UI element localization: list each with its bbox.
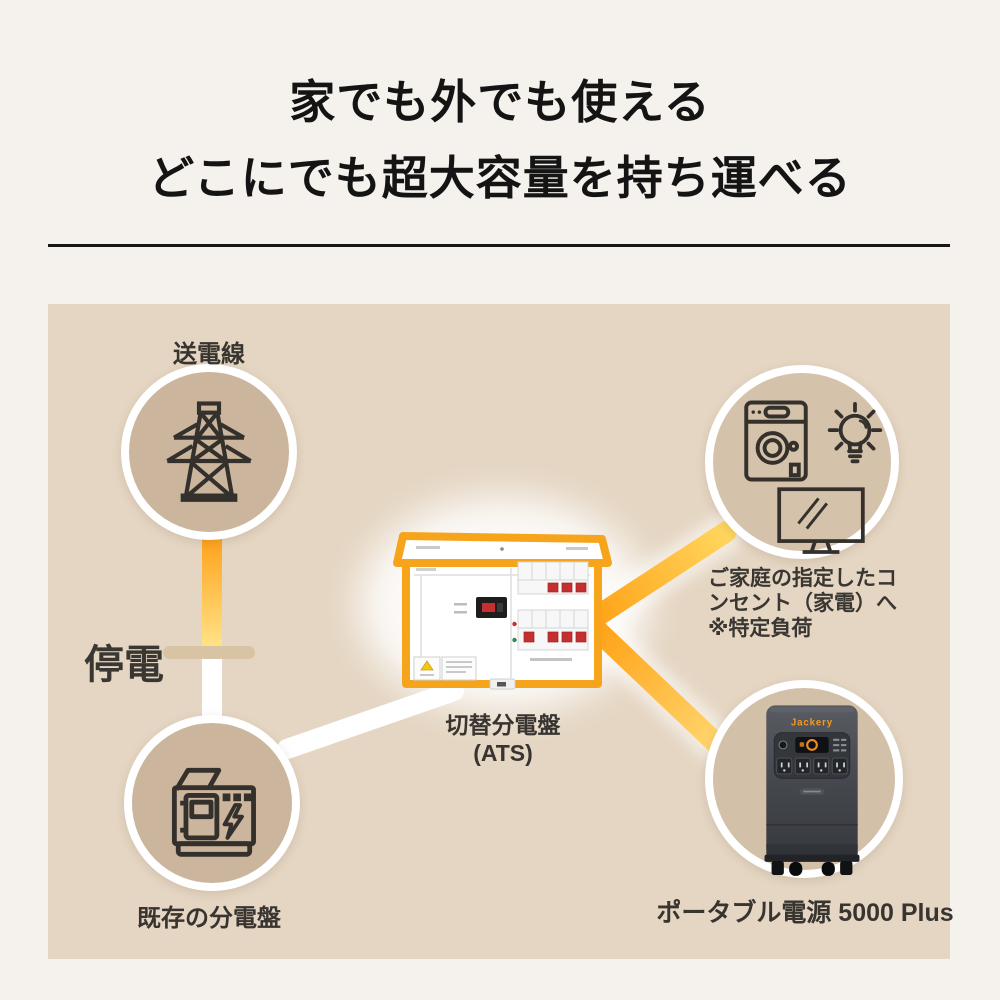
node-transmission bbox=[121, 364, 297, 540]
outlets-label: ご家庭の指定したコ ンセント（家電）へ ※特定負荷 bbox=[708, 566, 897, 641]
outlets-label-line1: ご家庭の指定したコ bbox=[708, 567, 897, 590]
tv-icon bbox=[777, 487, 865, 554]
generator-icon bbox=[171, 767, 256, 857]
transmission-tower-icon bbox=[166, 401, 252, 502]
outage-cut-bar bbox=[163, 646, 255, 659]
jackery-logo-text: Jackery bbox=[791, 718, 833, 729]
page-title-line1: 家でも外でも使える bbox=[289, 76, 711, 128]
portable-label: ポータブル電源 5000 Plus bbox=[656, 899, 954, 927]
light-bulb-icon bbox=[827, 402, 883, 464]
ats-panel-image bbox=[393, 532, 612, 690]
transmission-label: 送電線 bbox=[173, 341, 245, 368]
outage-label: 停電 bbox=[84, 643, 164, 687]
existing-panel-label: 既存の分電盤 bbox=[137, 905, 281, 932]
page-title-line2: どこにでも超大容量を持ち運べる bbox=[148, 152, 852, 204]
ats-label-line2: (ATS) bbox=[473, 740, 533, 766]
outlets-label-line3: ※特定負荷 bbox=[708, 617, 813, 640]
node-portable: Jackery bbox=[705, 680, 903, 878]
node-existing-panel bbox=[124, 715, 300, 891]
divider-line bbox=[48, 244, 950, 247]
ats-label-line1: 切替分電盤 bbox=[445, 712, 561, 738]
ats-to-outlets-line bbox=[585, 521, 737, 628]
existing-panel-to-ats-line bbox=[277, 681, 464, 759]
outlets-label-line2: ンセント（家電）へ bbox=[708, 592, 897, 615]
portable-power-station-image: Jackery bbox=[764, 705, 860, 876]
node-outlets bbox=[705, 365, 899, 559]
washing-machine-icon bbox=[744, 400, 808, 482]
